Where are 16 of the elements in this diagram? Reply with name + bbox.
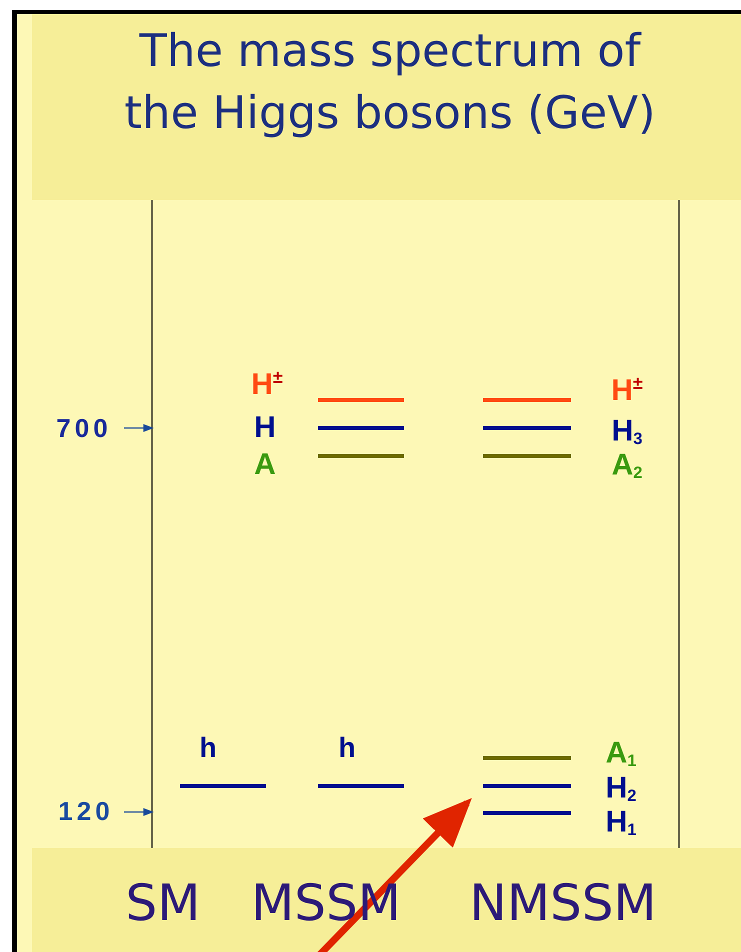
title: The mass spectrum of the Higgs bosons (GeV): [123, 23, 657, 141]
tick-label: 120: [58, 798, 114, 824]
particle-label: A$_{2}$: [612, 450, 642, 482]
particle-label: H$^{±}$: [611, 374, 643, 406]
tick-label: 700: [56, 415, 112, 441]
particle-label: h: [338, 734, 356, 762]
particle-label: H$_{3}$: [612, 416, 642, 448]
column-heading: NMSSM: [469, 878, 657, 928]
particle-label: A$_{1}$: [606, 738, 636, 770]
particle-label: A: [254, 450, 276, 480]
column-heading: SM: [126, 878, 200, 928]
particle-label: H$_{1}$: [606, 808, 636, 838]
particle-label: h: [199, 734, 217, 762]
particle-label: H$_{2}$: [606, 774, 636, 804]
particle-label: H: [254, 413, 276, 443]
particle-label: H$^{±}$: [251, 368, 283, 400]
